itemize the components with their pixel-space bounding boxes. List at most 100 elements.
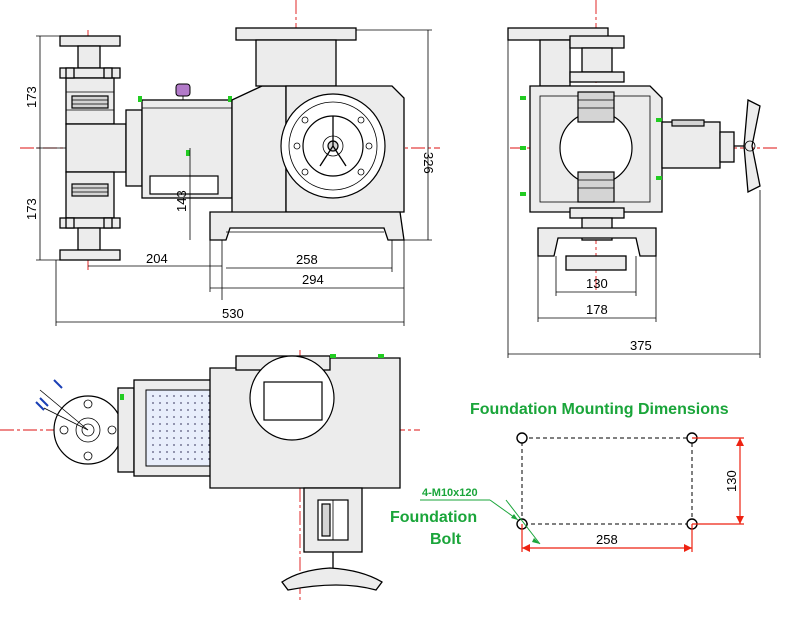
fin-dot <box>152 416 154 418</box>
foundation-layout: Foundation Mounting Dimensions 130 258 4… <box>390 401 744 552</box>
fin-dot <box>194 416 196 418</box>
fin-dot <box>194 451 196 453</box>
fin-dot <box>187 416 189 418</box>
fin-dot <box>159 458 161 460</box>
fin-dot <box>194 395 196 397</box>
fin-dot <box>201 458 203 460</box>
fin-dot <box>166 409 168 411</box>
foundation-width: 258 <box>596 532 618 547</box>
fin-dot <box>194 458 196 460</box>
fin-dot <box>173 402 175 404</box>
dim-lower-height: 173 <box>24 198 39 220</box>
fin-dot <box>194 409 196 411</box>
fin-dot <box>173 444 175 446</box>
bolt-label-line1: Foundation <box>390 509 477 526</box>
bolt-spec: 4-M10x120 <box>422 487 478 499</box>
fin-dot <box>187 437 189 439</box>
dim-base-length: 294 <box>302 272 324 287</box>
dim-left-offset: 204 <box>146 251 168 266</box>
dim-upper-height: 173 <box>24 86 39 108</box>
fin-dot <box>187 458 189 460</box>
fin-dot <box>194 430 196 432</box>
fin-dot <box>159 437 161 439</box>
fin-dot <box>187 402 189 404</box>
fin-dot <box>201 430 203 432</box>
fin-dot <box>152 430 154 432</box>
fin-dot <box>194 437 196 439</box>
fin-dot <box>180 437 182 439</box>
fin-dot <box>173 437 175 439</box>
fin-dot <box>152 451 154 453</box>
fin-dot <box>166 451 168 453</box>
fin-dot <box>152 437 154 439</box>
fin-dot <box>173 395 175 397</box>
fin-dot <box>180 458 182 460</box>
fin-dot <box>173 451 175 453</box>
fin-dot <box>159 444 161 446</box>
foundation-title: Foundation Mounting Dimensions <box>470 401 729 418</box>
fin-dot <box>180 402 182 404</box>
fin-dot <box>152 395 154 397</box>
fin-dot <box>187 395 189 397</box>
fin-dot <box>159 409 161 411</box>
fin-dot <box>180 416 182 418</box>
fin-dot <box>166 423 168 425</box>
fin-dot <box>201 423 203 425</box>
fin-dot <box>152 402 154 404</box>
fin-dot <box>152 409 154 411</box>
fin-dot <box>152 444 154 446</box>
fin-dot <box>180 451 182 453</box>
fin-dot <box>201 416 203 418</box>
fin-dot <box>152 458 154 460</box>
fin-dot <box>180 395 182 397</box>
dim-center-height: 143 <box>174 190 189 212</box>
fin-dot <box>180 444 182 446</box>
dim-bolt-span: 130 <box>586 276 608 291</box>
bolt-label-line2: Bolt <box>430 531 462 548</box>
dim-base-span: 258 <box>296 252 318 267</box>
fin-dot <box>180 430 182 432</box>
front-view: 173 173 326 143 204 258 294 530 <box>20 0 440 326</box>
dim-base-width: 178 <box>586 302 608 317</box>
fin-dot <box>159 423 161 425</box>
fin-dot <box>166 437 168 439</box>
fin-dot <box>187 423 189 425</box>
fin-dot <box>159 430 161 432</box>
fin-dot <box>201 409 203 411</box>
fin-dot <box>173 416 175 418</box>
fin-dot <box>201 395 203 397</box>
fin-dot <box>194 402 196 404</box>
fin-dot <box>201 444 203 446</box>
dim-total-width: 375 <box>630 338 652 353</box>
fin-dot <box>166 416 168 418</box>
fin-dot <box>187 444 189 446</box>
fin-dot <box>201 451 203 453</box>
fin-dot <box>159 395 161 397</box>
fin-dot <box>152 423 154 425</box>
dim-total-length: 530 <box>222 306 244 321</box>
side-view: 130 178 375 <box>507 0 780 358</box>
fin-dot <box>201 402 203 404</box>
fin-dot <box>166 430 168 432</box>
fin-dot <box>166 458 168 460</box>
fin-dot <box>173 409 175 411</box>
fin-dot <box>166 402 168 404</box>
fin-dot <box>187 430 189 432</box>
fin-dot <box>173 430 175 432</box>
dim-total-height: 326 <box>421 152 436 174</box>
foundation-height: 130 <box>724 470 739 492</box>
top-view <box>0 350 420 600</box>
fin-dot <box>194 444 196 446</box>
fin-dot <box>187 409 189 411</box>
fin-dot <box>166 444 168 446</box>
fin-dot <box>194 423 196 425</box>
fin-dot <box>173 423 175 425</box>
fin-dot <box>187 451 189 453</box>
fin-dot <box>173 458 175 460</box>
fin-dot <box>159 416 161 418</box>
fin-dot <box>180 409 182 411</box>
fin-dot <box>201 437 203 439</box>
fin-dot <box>180 423 182 425</box>
fin-dot <box>159 451 161 453</box>
